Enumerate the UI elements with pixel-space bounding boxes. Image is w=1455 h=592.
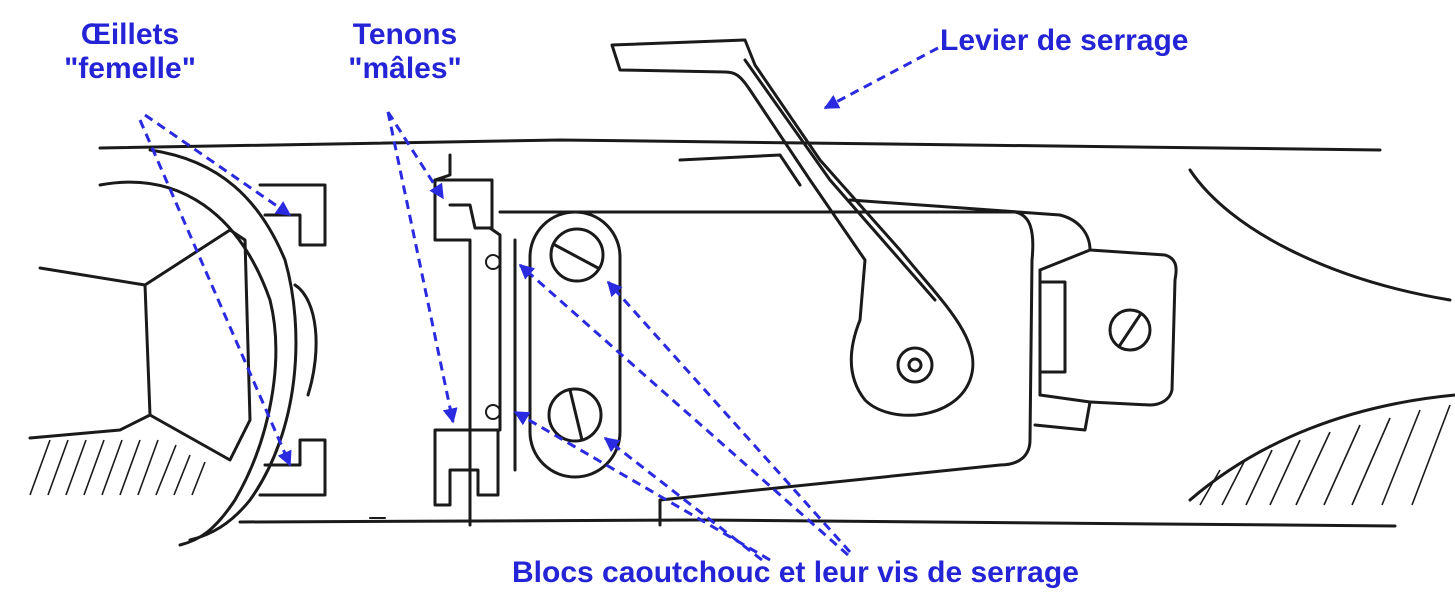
label-tenons-males: Tenons "mâles"	[325, 18, 485, 86]
arrow-oeillets-bottom	[138, 119, 292, 467]
hatching-right	[1199, 404, 1451, 506]
arrow-blocs-3	[518, 263, 849, 557]
arrow-blocs-1	[513, 410, 771, 562]
arrow-blocs-2	[603, 436, 763, 562]
label-oeillets-femelle: Œillets "femelle"	[40, 18, 220, 86]
arrow-oeillets-top	[144, 113, 292, 217]
front-shell-outline	[28, 148, 318, 547]
annotation-arrows	[138, 46, 939, 562]
label-levier-de-serrage: Levier de serrage	[940, 24, 1189, 57]
male-tenon-block	[433, 153, 517, 527]
rubber-block-plate	[528, 210, 622, 479]
arrow-tenons-bottom	[386, 111, 458, 424]
top-rail-line	[98, 138, 1382, 152]
rear-curve	[1188, 168, 1455, 502]
label-tenons-line1: Tenons	[352, 18, 458, 51]
label-blocs-caoutchouc: Blocs caoutchouc et leur vis de serrage	[512, 556, 1079, 589]
label-tenons-line2: "mâles"	[348, 52, 462, 85]
label-oeillets-line1: Œillets	[80, 18, 180, 51]
arrow-tenons-top	[386, 111, 445, 200]
bottom-rail-line	[238, 518, 1397, 528]
clamping-lever	[610, 38, 975, 417]
female-eyelet-bottom	[258, 438, 327, 497]
binding-housing	[498, 153, 1178, 527]
hatching-left	[29, 439, 206, 496]
arrow-blocs-4	[606, 280, 852, 554]
female-eyelet-top	[258, 183, 327, 247]
label-oeillets-line2: "femelle"	[64, 52, 196, 85]
arrow-levier	[823, 46, 939, 110]
